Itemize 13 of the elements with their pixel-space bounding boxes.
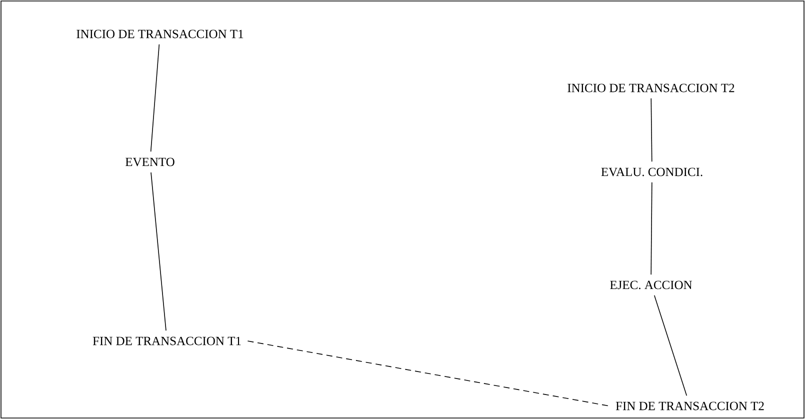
- node-label: EJEC. ACCION: [610, 280, 692, 290]
- connector-line: [650, 98, 652, 162]
- node-label: INICIO DE TRANSACCION T1: [76, 30, 244, 38]
- node-label: FIN DE TRANSACCION T1: [92, 336, 241, 346]
- node-label: EVENTO: [126, 158, 174, 166]
- node-label: FIN DE TRANSACCION T2: [616, 402, 764, 410]
- connector-line: [247, 340, 610, 406]
- node-label: EVALU. CONDICI.: [601, 168, 702, 176]
- connector-line: [150, 172, 166, 331]
- connector-line: [654, 295, 688, 396]
- connector-line: [650, 182, 652, 275]
- node-label: INICIO DE TRANSACCION T2: [568, 84, 734, 92]
- connector-line: [150, 44, 160, 152]
